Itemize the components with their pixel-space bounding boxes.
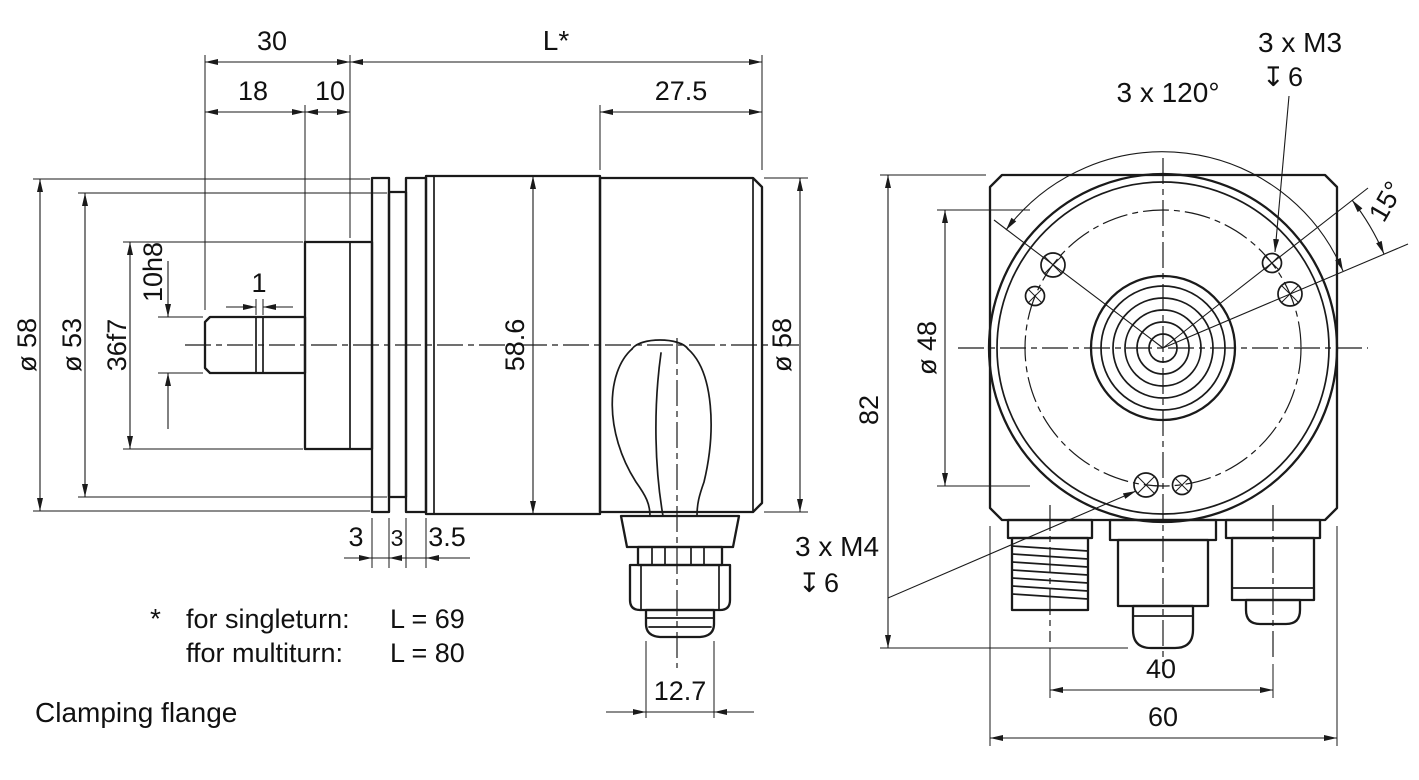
drawing-caption: Clamping flange	[35, 697, 237, 728]
dim-dia48-label: ø 48	[912, 321, 942, 375]
dim-12-7-label: 12.7	[654, 676, 707, 706]
front-view-geometry	[958, 158, 1368, 672]
footnote-multiturn-value: L = 80	[390, 638, 465, 668]
dim-3b-label: 3	[391, 525, 404, 551]
dim-15deg-label: 15°	[1363, 176, 1409, 226]
dim-dia58-right-label: ø 58	[767, 318, 797, 372]
dim-10h8-label: 10h8	[138, 242, 168, 302]
dim-120deg: 3 x 120°	[1005, 77, 1344, 272]
m4-label: 3 x M4	[795, 531, 879, 562]
dim-30-label: 30	[257, 26, 287, 56]
dim-1: 1	[226, 268, 293, 315]
footnote: * for singleturn: L = 69 ffor multiturn:…	[150, 603, 465, 668]
dim-1-label: 1	[251, 268, 266, 298]
m4-screw	[1133, 472, 1159, 498]
dim-82-label: 82	[854, 395, 884, 425]
m3-screws	[1024, 252, 1283, 496]
connector-middle	[1108, 518, 1218, 650]
depth-symbol-icon: ↧	[1262, 62, 1285, 92]
footnote-singleturn-label: for singleturn:	[186, 604, 350, 634]
dim-58-6-label: 58.6	[500, 319, 530, 372]
dim-40: 40	[1049, 648, 1274, 698]
dim-40-label: 40	[1146, 654, 1176, 684]
depth-symbol-icon: ↧	[798, 568, 821, 598]
dim-L-label: L*	[543, 25, 570, 56]
connector-right	[1224, 505, 1322, 658]
m3-depth-value: 6	[1288, 62, 1303, 92]
footnote-marker: *	[150, 603, 161, 634]
dim-15deg: 15°	[1351, 176, 1409, 255]
dim-10h8: 10h8	[138, 242, 203, 429]
m4-depth-value: 6	[824, 568, 839, 598]
callout-m3: 3 x M3 ↧ 6	[1258, 27, 1342, 253]
dim-120deg-label: 3 x 120°	[1116, 77, 1219, 108]
dim-60: 60	[989, 526, 1338, 746]
dim-27-5-label: 27.5	[655, 76, 708, 106]
side-view: 30 L* 18 10 27.5 ø 58	[12, 25, 808, 728]
dim-3a-label: 3	[348, 522, 363, 552]
dim-L: L*	[350, 25, 763, 170]
dim-10: 10	[305, 76, 350, 115]
side-connector	[619, 338, 741, 668]
front-connectors	[1006, 505, 1322, 658]
connector-left	[1006, 505, 1094, 642]
dim-36f7-label: 36f7	[102, 319, 132, 372]
m4-screws	[1040, 252, 1303, 498]
dim-12-7: 12.7	[606, 641, 754, 718]
m3-label: 3 x M3	[1258, 27, 1342, 58]
front-housing	[988, 173, 1339, 522]
dim-18-label: 18	[238, 76, 268, 106]
dim-dia58-left: ø 58	[12, 178, 370, 512]
dim-3-5-label: 3.5	[428, 522, 466, 552]
footnote-multiturn-label: ffor multiturn:	[186, 638, 343, 668]
dim-dia58-right: ø 58	[764, 177, 808, 513]
dim-82: 82	[854, 174, 1128, 649]
dim-dia58-left-label: ø 58	[12, 318, 42, 372]
m3-screw	[1024, 285, 1046, 307]
dim-dia53: ø 53	[57, 192, 387, 498]
m3-screw	[1171, 474, 1193, 496]
dim-dia53-label: ø 53	[57, 318, 87, 372]
front-view: 3 x 120° 15° 3 x M3 ↧ 6 3 x M4 ↧ 6 ø 48	[795, 27, 1409, 746]
dim-60-label: 60	[1148, 702, 1178, 732]
dim-18: 18	[205, 76, 306, 310]
dim-27-5: 27.5	[599, 76, 762, 170]
dim-30: 30	[204, 26, 351, 310]
side-view-geometry	[185, 174, 800, 668]
footnote-singleturn-value: L = 69	[390, 604, 465, 634]
dim-dia48: ø 48	[912, 209, 1030, 487]
dim-flange-chain: 3 3 3.5	[344, 518, 470, 568]
dim-58-6: 58.6	[500, 176, 536, 514]
dim-10-label: 10	[315, 76, 345, 106]
dim-36f7: 36f7	[102, 241, 303, 450]
